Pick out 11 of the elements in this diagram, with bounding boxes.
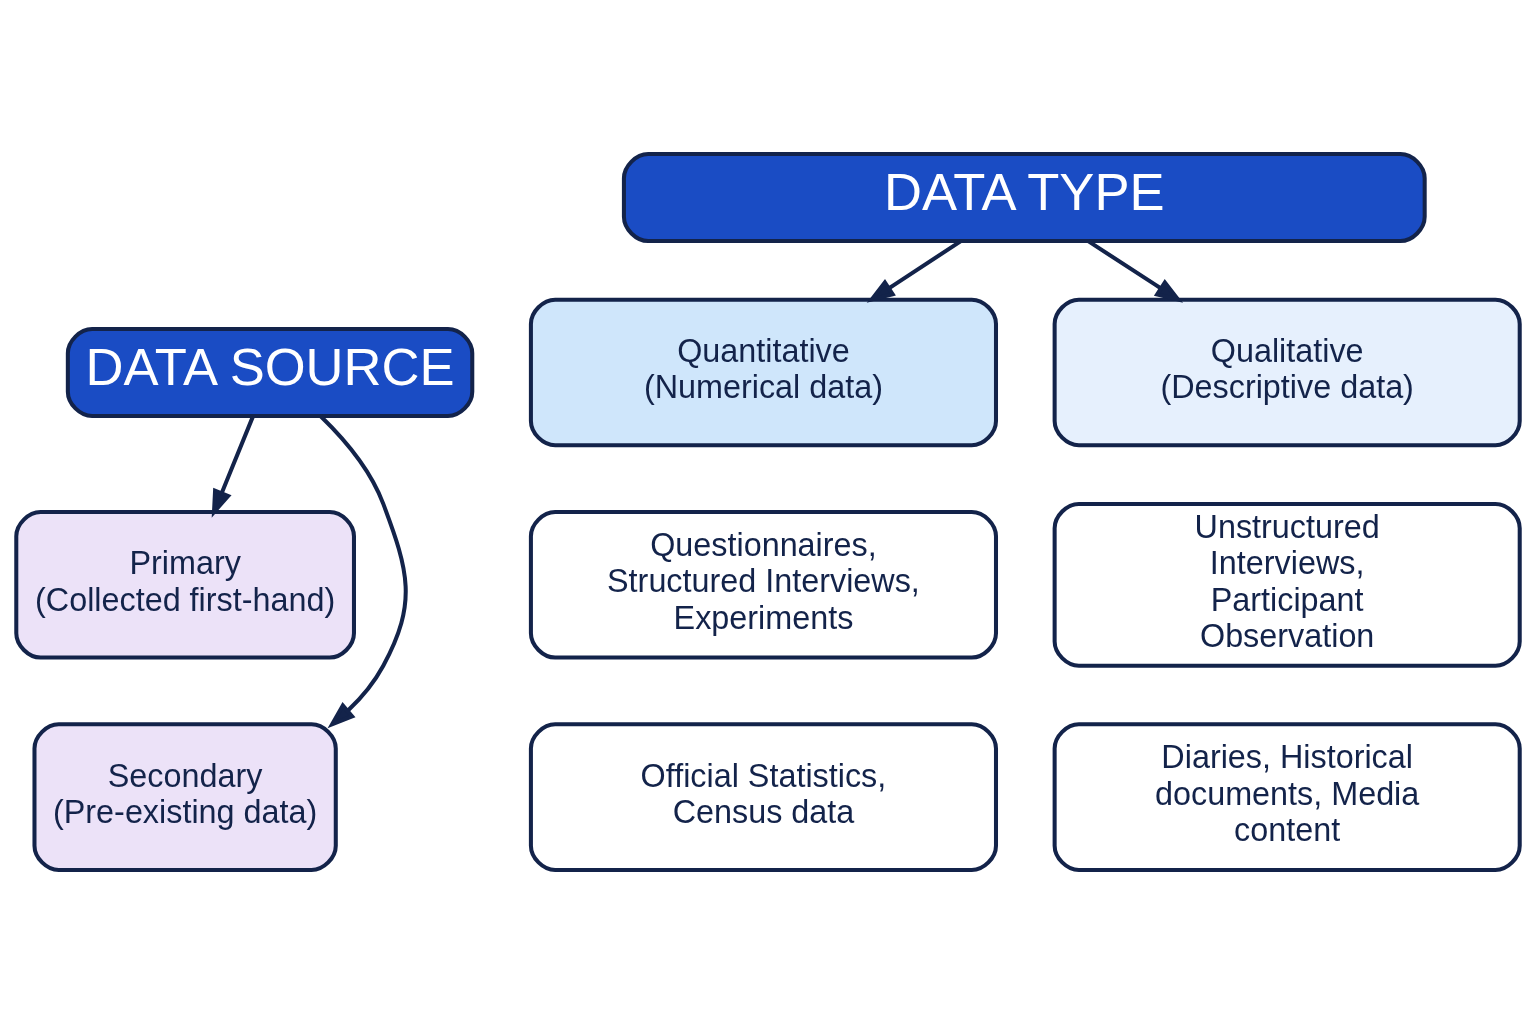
node-box: Quantitative (Numerical data) [528, 297, 998, 448]
node-box: DATA SOURCE [65, 327, 475, 418]
node-box: Primary (Collected first-hand) [14, 510, 356, 660]
node-box: Secondary (Pre-existing data) [32, 722, 338, 872]
arrow [211, 415, 255, 518]
node-box: Official Statistics, Census data [528, 722, 998, 872]
node-box: Qualitative (Descriptive data) [1052, 297, 1522, 448]
node-box: DATA TYPE [621, 152, 1427, 244]
node-box: Unstructured Interviews, Participant Observation [1052, 501, 1522, 668]
node-box: Questionnaires, Structured Interviews, Experiments [528, 510, 998, 660]
node-box: Diaries, Historical documents, Media content [1052, 722, 1522, 872]
